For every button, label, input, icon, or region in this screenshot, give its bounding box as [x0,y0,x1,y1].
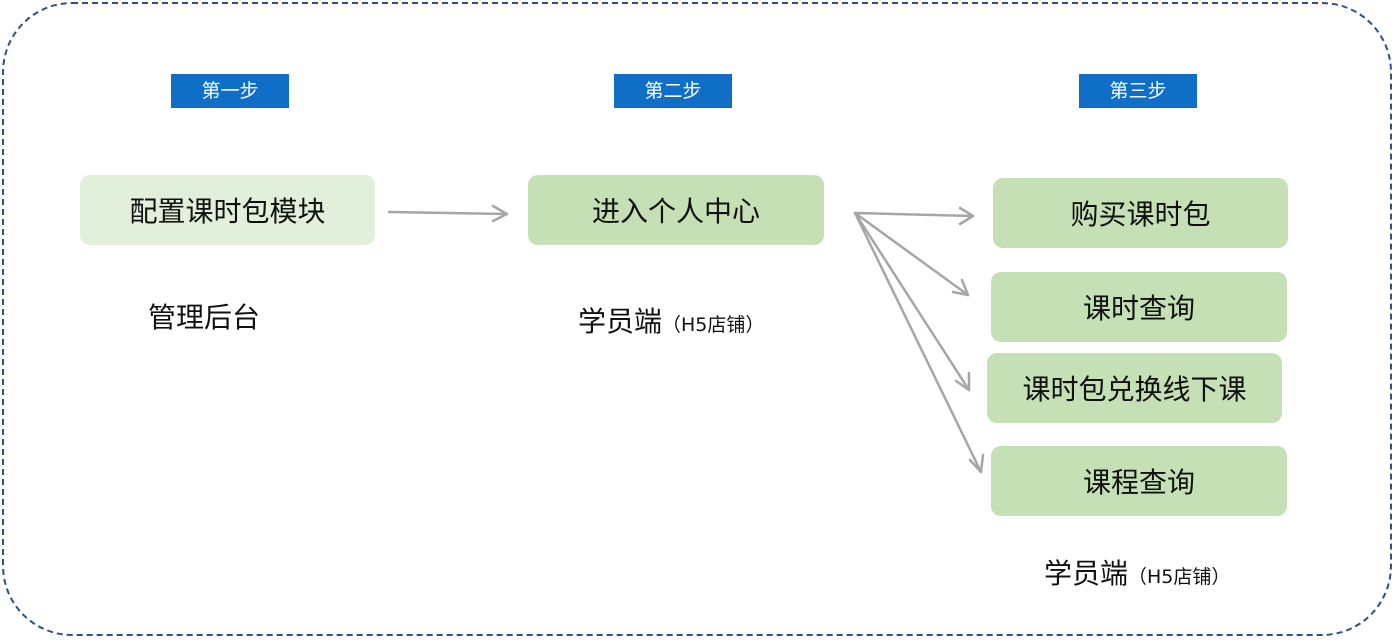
student-side-note-2: （H5店铺） [1128,566,1231,588]
admin-backend-caption: 管理后台 [148,296,260,336]
configure-module-label: 配置课时包模块 [129,195,326,228]
arrow-right-icon [853,206,975,226]
student-side-caption-1: 学员端（H5店铺） [578,300,764,340]
hour-query-label: 课时查询 [1082,292,1195,325]
enter-personal-center-label: 进入个人中心 [591,195,760,228]
enter-personal-center-box: 进入个人中心 [528,175,824,245]
arrow-right-icon [853,211,971,392]
course-query-box: 课程查询 [991,446,1287,516]
hour-query-box: 课时查询 [991,272,1287,342]
step-2-tag: 第二步 [614,74,732,108]
course-query-label: 课程查询 [1082,466,1195,499]
arrow-right-icon [853,211,970,297]
arrow-right-icon [853,211,985,474]
buy-package-label: 购买课时包 [1070,198,1211,231]
student-side-note: （H5店铺） [662,314,765,336]
step-3-tag: 第三步 [1079,74,1197,108]
exchange-offline-label: 课时包兑换线下课 [1022,373,1247,406]
student-side-caption-2: 学员端（H5店铺） [1044,552,1230,592]
arrow-right-icon [387,204,509,223]
buy-package-box: 购买课时包 [993,178,1288,248]
configure-module-box: 配置课时包模块 [80,175,375,245]
exchange-offline-box: 课时包兑换线下课 [987,353,1282,423]
step-1-tag: 第一步 [171,74,289,108]
admin-backend-label: 管理后台 [148,301,261,334]
student-side-label-2: 学员端 [1044,557,1129,590]
student-side-label: 学员端 [578,305,663,338]
